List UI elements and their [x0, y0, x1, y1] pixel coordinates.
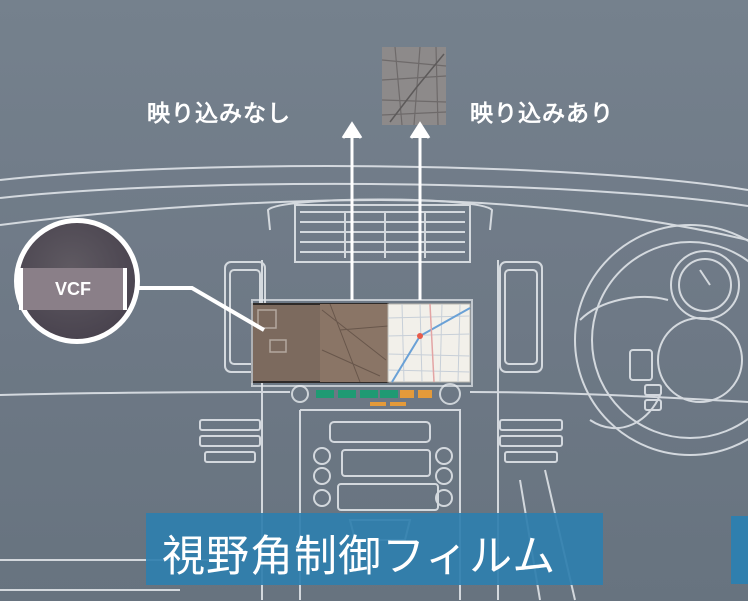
vcf-label: VCF: [19, 268, 127, 310]
label-with-reflection: 映り込みあり: [470, 101, 614, 127]
nav-screen: [251, 299, 473, 387]
caption-title: 視野角制御フィルム: [162, 532, 557, 582]
arrow-up-icon: [409, 121, 431, 300]
console-buttons: [291, 383, 461, 406]
edge-caption-bar: [731, 516, 748, 584]
map-icon: [381, 46, 447, 126]
label-without-reflection: 映り込みなし: [147, 101, 291, 127]
vcf-connector-line: [138, 286, 266, 332]
arrow-up-icon: [341, 121, 363, 300]
caption-bar: [146, 513, 603, 585]
